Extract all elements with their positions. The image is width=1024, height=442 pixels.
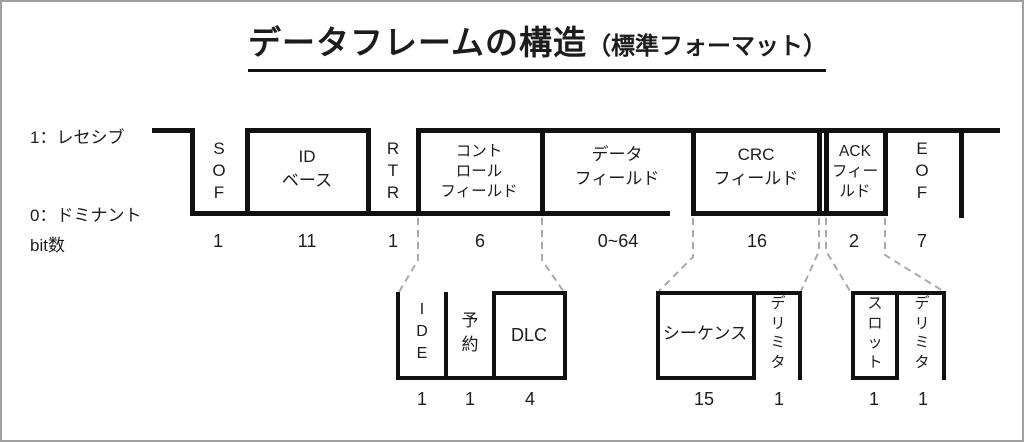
bits-eof: 7 [916,231,928,251]
dashed-connector-ack-right [884,218,944,292]
detail-bits-ack-delimiter: 1 [917,389,929,409]
detail-label-ide: I D E [416,301,428,362]
waveform-high-top [416,128,1000,133]
detail-bits-dlc: 4 [524,389,536,409]
edge-crc-left [691,128,696,216]
edge-sof-drop [190,128,195,216]
detail-label-dlc: DLC [510,325,548,345]
dashed-connector-control-right [541,218,565,293]
bits-sof: 1 [212,231,224,251]
edge-eof-end [959,128,964,218]
field-label-data: データ フィールド [574,145,660,188]
control-detail-mid-edge [444,292,448,380]
bits-ack: 2 [848,231,860,251]
detail-label-ack-delimiter: デ リ ミ タ [914,295,930,371]
ack-slot-box [851,291,899,380]
edge-crc-right [817,128,822,216]
detail-bits-ide: 1 [416,389,428,409]
detail-label-reserved: 予 約 [461,311,479,354]
bits-id-base: 11 [297,231,317,251]
field-label-rtr: R T R [386,139,400,202]
legend-dominant: 0：ドミナント [30,206,142,225]
detail-bits-crc-delimiter: 1 [773,389,785,409]
bits-crc: 16 [746,231,768,251]
legend-recessive: 1：レセシブ [30,128,125,147]
dashed-connector-crc-left [658,218,694,292]
waveform-high-start [152,128,195,133]
ack-delimiter-top [899,291,946,295]
title-main: データフレームの構造 [248,24,588,61]
edge-control-left [416,128,421,216]
crc-sequence-box [656,291,756,380]
edge-ack-right [883,128,888,216]
field-label-crc: CRC フィールド [713,145,799,188]
detail-label-slot: ス ロ ッ ト [867,295,883,371]
waveform-low-right [691,211,888,216]
crc-delimiter-right-edge [798,291,802,380]
field-label-control: コント ロール フィールド [440,143,518,200]
dashed-connector-crc-right [800,218,820,292]
detail-bits-sequence: 15 [693,389,715,409]
field-label-sof: S O F [212,139,226,202]
diagram-title: データフレームの構造（標準フォーマット） [248,16,828,72]
dashed-connector-ack-left [825,218,851,292]
bits-data: 0~64 [597,231,639,251]
legend-bit-count: bit数 [30,236,65,255]
detail-bits-reserved: 1 [464,389,476,409]
field-label-ack: ACK フィー ルド [831,143,879,200]
field-label-id-base: ID ベース [281,147,333,190]
edge-ack-left [824,128,829,216]
detail-label-sequence: シーケンス [662,324,748,343]
edge-control-right [540,128,545,216]
bits-rtr: 1 [387,231,399,251]
waveform-low-left [190,211,670,216]
detail-label-crc-delimiter: デ リ ミ タ [770,295,786,371]
crc-delimiter-top [756,291,802,295]
edge-id-left [245,128,250,216]
field-label-eof: E O F [915,139,929,202]
ack-delimiter-right-edge [942,291,946,380]
dashed-connector-control-left [398,218,419,293]
control-detail-left-edge [396,292,400,380]
waveform-high-id-top [245,128,371,133]
control-detail-bottom [396,376,567,380]
bits-control: 6 [474,231,486,251]
title-sub: （標準フォーマット） [587,33,828,60]
detail-bits-slot: 1 [868,389,880,409]
edge-id-right [366,128,371,216]
